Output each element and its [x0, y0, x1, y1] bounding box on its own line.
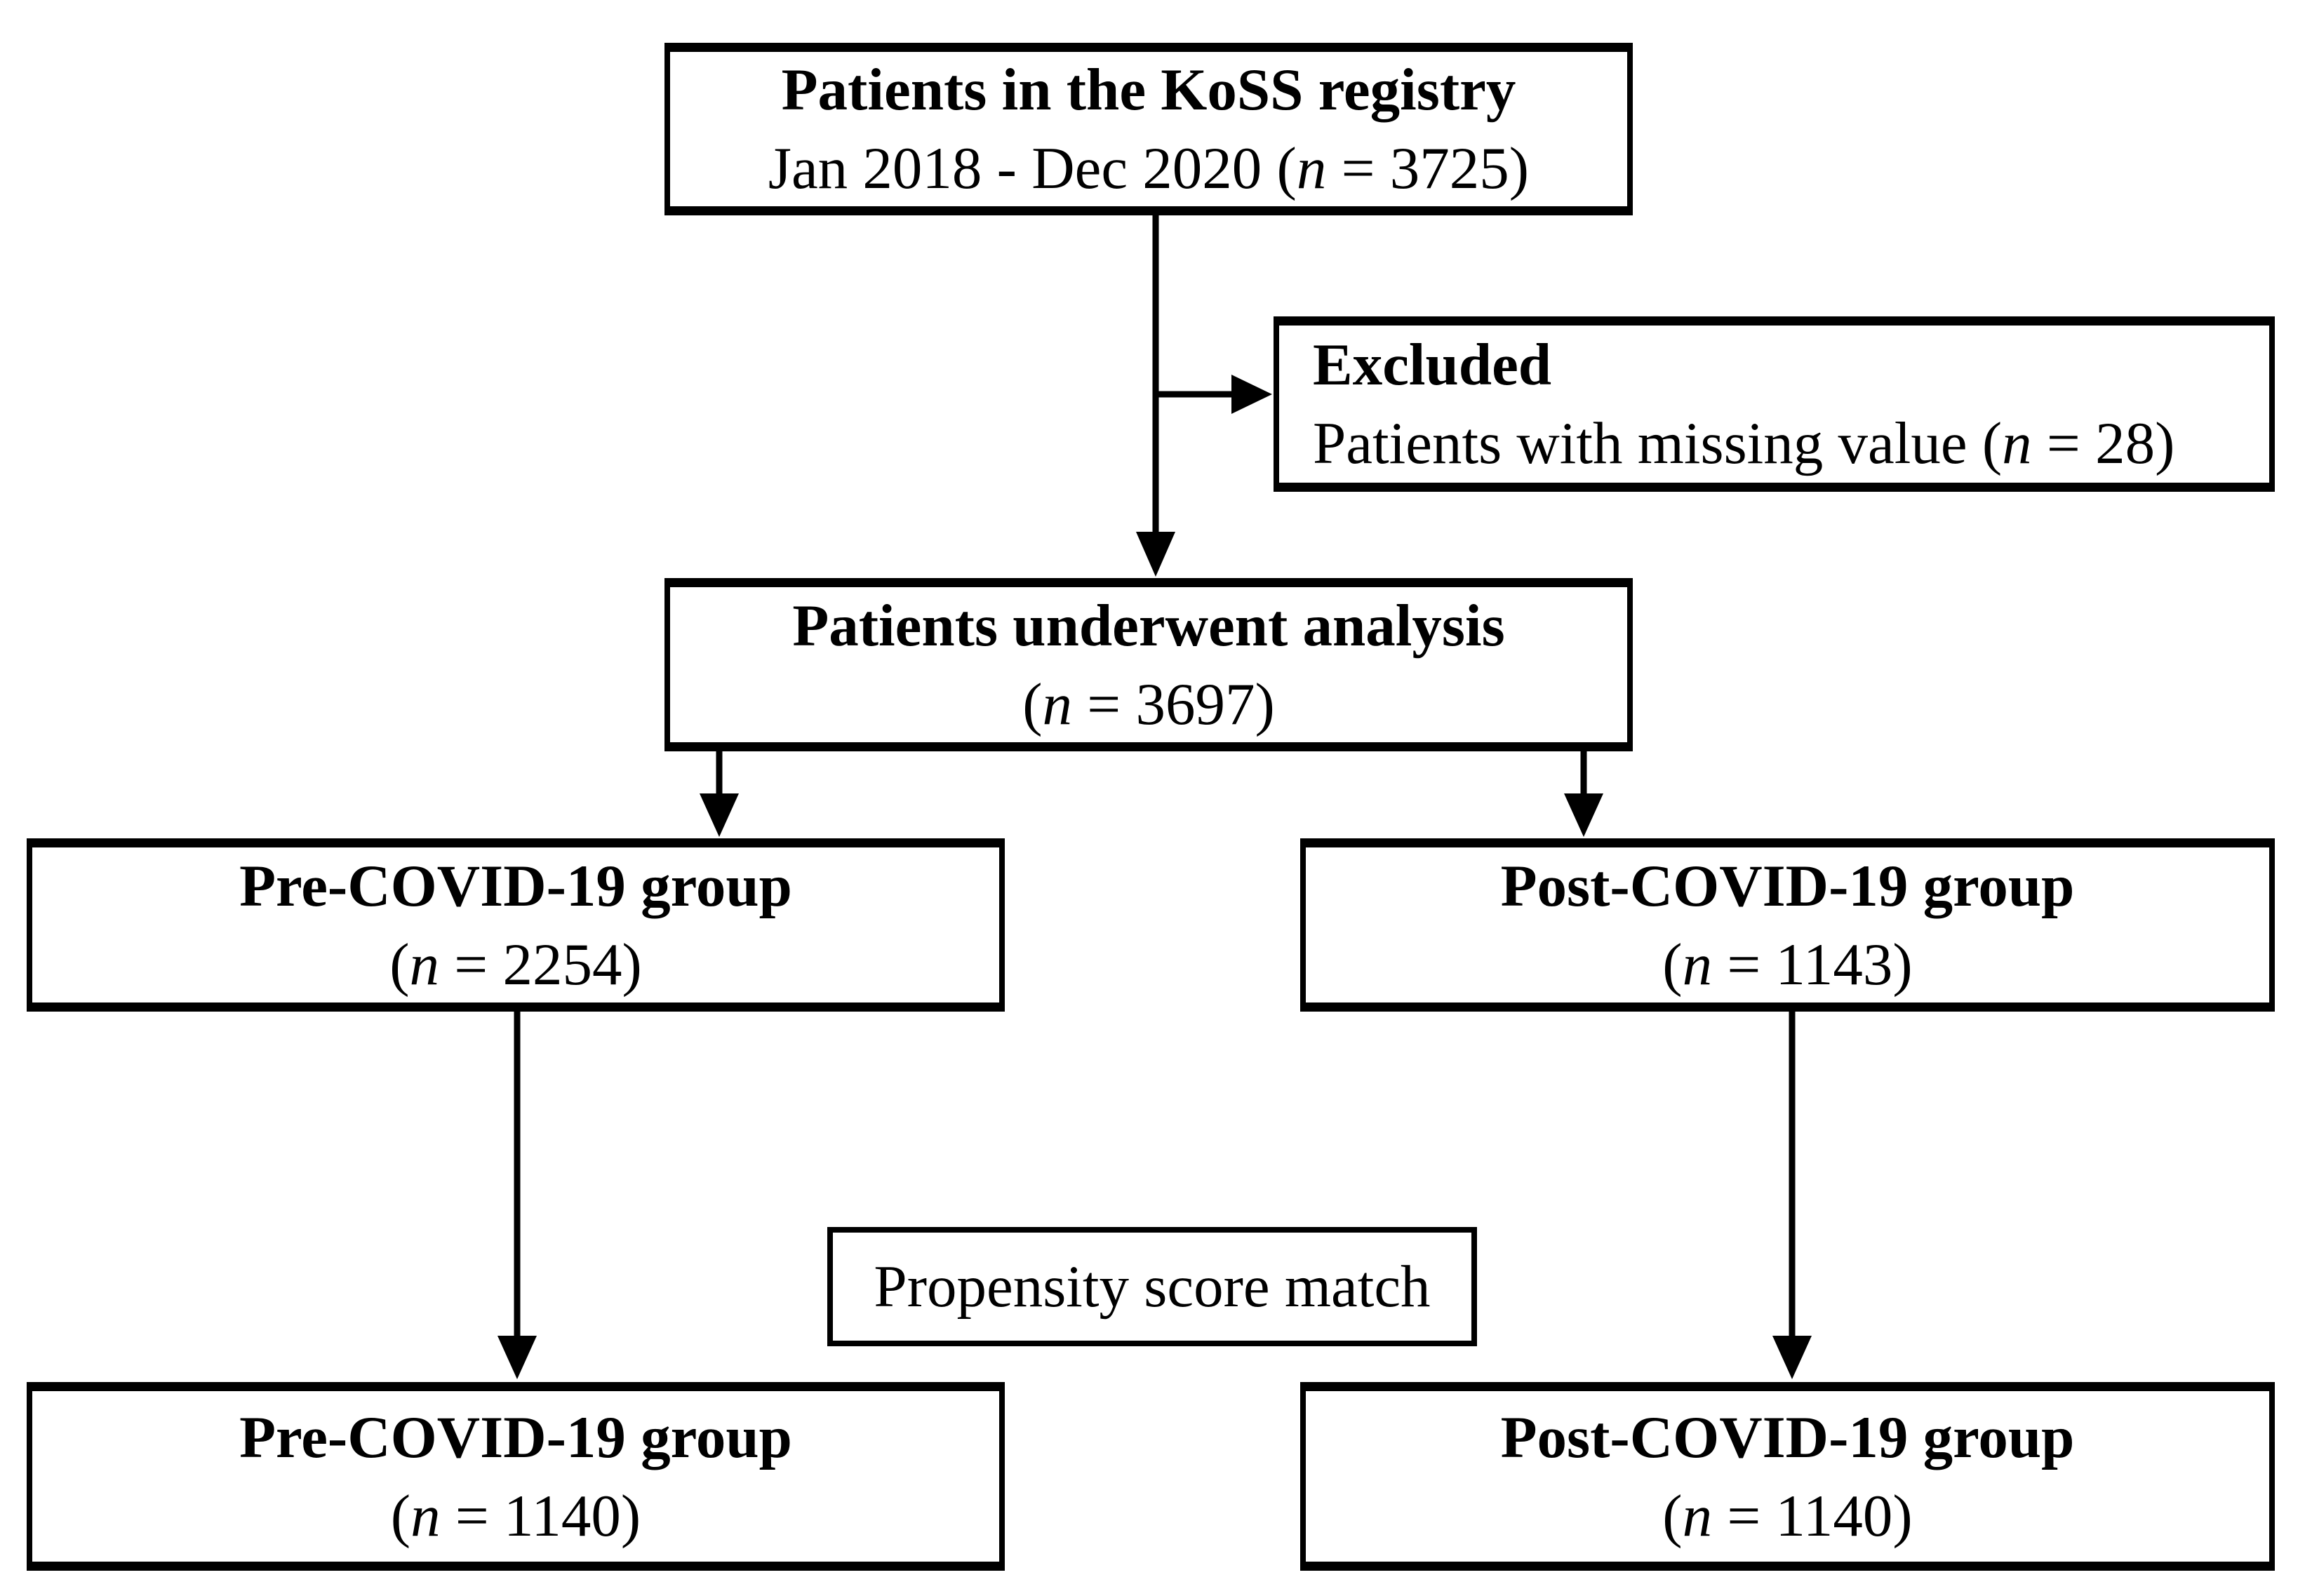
post-covid-group-subtitle-prefix: ( — [1662, 931, 1683, 998]
pre-covid-matched-box: Pre-COVID-19 group (n = 1140) — [27, 1382, 1005, 1571]
arrow-analysis-to-post-group — [1564, 751, 1603, 837]
post-covid-matched-subtitle-prefix: ( — [1662, 1482, 1683, 1549]
pre-covid-group-title: Pre-COVID-19 group — [239, 852, 792, 919]
arrow-branch-to-excluded-head — [1231, 375, 1272, 414]
arrow-post-group-to-matched — [1772, 1012, 1812, 1379]
analysis-n-symbol: n — [1042, 671, 1073, 737]
arrow-analysis-to-pre-group — [700, 751, 739, 837]
post-covid-matched-n-symbol: n — [1682, 1482, 1713, 1549]
registry-subtitle-suffix: = 3725) — [1326, 135, 1530, 201]
arrow-registry-to-analysis-head — [1136, 532, 1175, 577]
pre-covid-group-n-symbol: n — [409, 931, 440, 998]
analysis-box: Patients underwent analysis (n = 3697) — [664, 578, 1633, 751]
excluded-title: Excluded — [1313, 332, 1552, 398]
arrow-branch-to-excluded — [1156, 375, 1272, 414]
registry-subtitle: Jan 2018 - Dec 2020 (n = 3725) — [768, 129, 1529, 208]
post-covid-matched-subtitle: (n = 1140) — [1662, 1477, 1912, 1555]
pre-covid-matched-title: Pre-COVID-19 group — [239, 1404, 792, 1470]
post-covid-matched-subtitle-suffix: = 1140) — [1712, 1482, 1913, 1549]
post-covid-group-title: Post-COVID-19 group — [1500, 852, 2075, 919]
analysis-subtitle-suffix: = 3697) — [1072, 671, 1275, 737]
excluded-subtitle-suffix: = 28) — [2031, 410, 2175, 476]
excluded-subtitle-prefix: Patients with missing value ( — [1313, 410, 2003, 476]
registry-box: Patients in the KoSS registry Jan 2018 -… — [664, 43, 1633, 215]
registry-subtitle-prefix: Jan 2018 - Dec 2020 ( — [768, 135, 1297, 201]
pre-covid-group-box: Pre-COVID-19 group (n = 2254) — [27, 838, 1005, 1012]
post-covid-group-subtitle: (n = 1143) — [1662, 925, 1912, 1004]
pre-covid-matched-subtitle-prefix: ( — [390, 1482, 411, 1549]
post-covid-matched-title: Post-COVID-19 group — [1500, 1404, 2075, 1470]
post-covid-matched-box: Post-COVID-19 group (n = 1140) — [1300, 1382, 2275, 1571]
pre-covid-matched-n-symbol: n — [410, 1482, 441, 1549]
post-covid-group-subtitle-suffix: = 1143) — [1712, 931, 1913, 998]
post-covid-group-box: Post-COVID-19 group (n = 1143) — [1300, 838, 2275, 1012]
pre-covid-group-subtitle-suffix: = 2254) — [439, 931, 642, 998]
pre-covid-group-subtitle-prefix: ( — [389, 931, 410, 998]
arrow-pre-group-to-matched-head — [497, 1336, 537, 1379]
arrow-pre-group-to-matched — [497, 1012, 537, 1379]
excluded-n-symbol: n — [2002, 410, 2032, 476]
analysis-subtitle: (n = 3697) — [1022, 665, 1275, 744]
pre-covid-group-subtitle: (n = 2254) — [389, 925, 642, 1004]
registry-n-symbol: n — [1296, 135, 1327, 201]
arrow-analysis-to-post-group-head — [1564, 793, 1603, 837]
registry-title: Patients in the KoSS registry — [781, 57, 1516, 123]
pre-covid-matched-subtitle: (n = 1140) — [391, 1477, 641, 1555]
excluded-subtitle: Patients with missing value (n = 28) — [1313, 404, 2174, 483]
analysis-subtitle-prefix: ( — [1022, 671, 1043, 737]
arrow-post-group-to-matched-head — [1772, 1336, 1812, 1379]
pre-covid-matched-subtitle-suffix: = 1140) — [440, 1482, 641, 1549]
propensity-score-match-box: Propensity score match — [827, 1227, 1477, 1346]
excluded-box: Excluded Patients with missing value (n … — [1274, 316, 2275, 492]
propensity-score-match-label: Propensity score match — [874, 1254, 1431, 1320]
arrow-analysis-to-pre-group-head — [700, 793, 739, 837]
arrow-registry-to-analysis — [1136, 215, 1175, 577]
post-covid-group-n-symbol: n — [1682, 931, 1713, 998]
analysis-title: Patients underwent analysis — [792, 592, 1505, 659]
